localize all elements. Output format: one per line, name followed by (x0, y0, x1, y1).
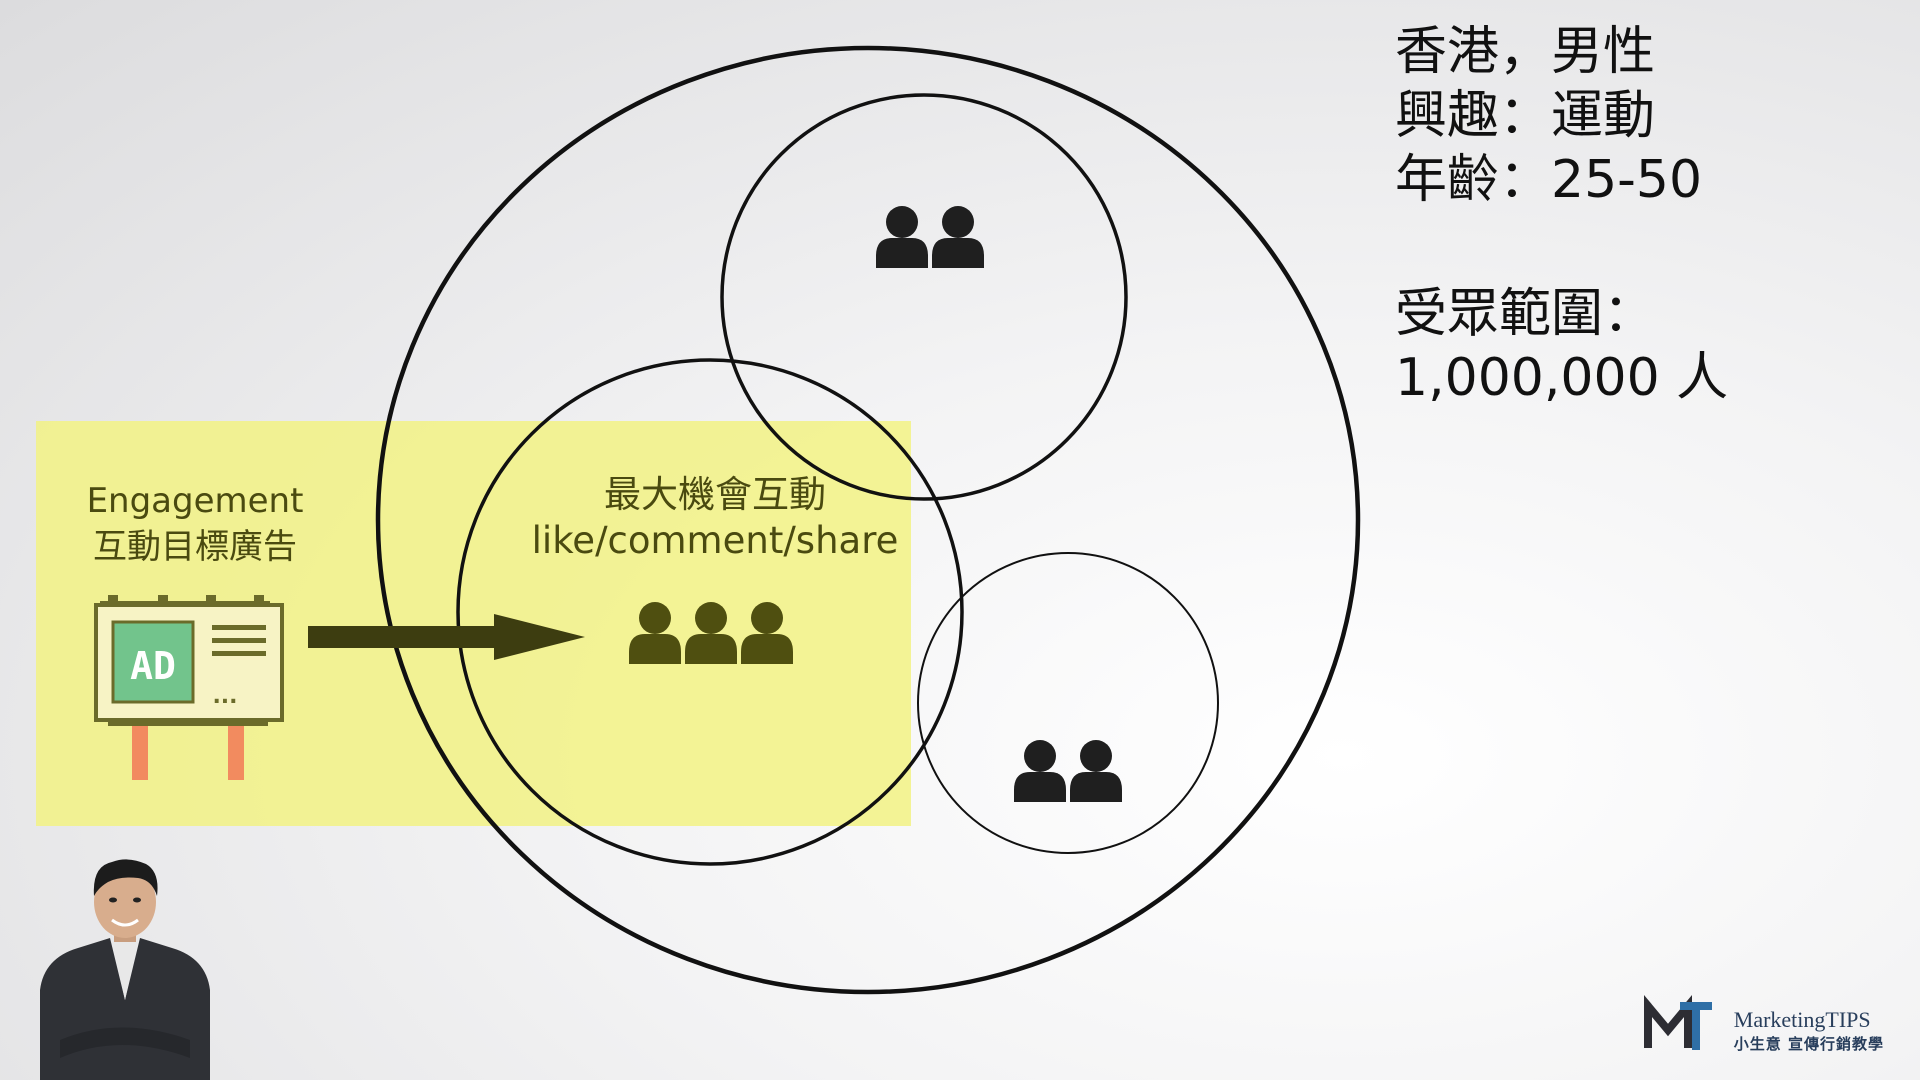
engaged-people-group-icon (629, 602, 793, 664)
ad-type-zh: 互動目標廣告 (93, 527, 297, 567)
audience-reach-value: 1,000,000 人 (1395, 348, 1729, 408)
audience-age: 年齡：25-50 (1395, 150, 1703, 210)
arrow-icon (308, 614, 585, 660)
bottom-subgroup-circle (917, 552, 1219, 854)
billboard-dots: ... (212, 684, 237, 709)
audience-interest: 興趣：運動 (1395, 86, 1656, 146)
marketingtips-logo-mark (1644, 994, 1712, 1050)
audience-reach-label: 受眾範圍： (1395, 284, 1656, 344)
brand-logo: MarketingTIPS 小生意 宣傳行銷教學 (1650, 1007, 1884, 1054)
ad-type-label: Engagement 互動目標廣告 (60, 478, 330, 570)
outer-audience-circle (375, 45, 1361, 995)
logo-text: MarketingTIPS 小生意 宣傳行銷教學 (1734, 1007, 1884, 1054)
engagement-target-actions: like/comment/share (531, 519, 899, 562)
engagement-target-title: 最大機會互動 (604, 473, 826, 516)
engaged-subgroup-circle (456, 358, 964, 866)
logo-name: MarketingTIPS (1733, 1007, 1871, 1032)
top-subgroup-circle (720, 93, 1128, 501)
people-group-icon (1014, 740, 1122, 802)
billboard-ad-label: AD (130, 644, 176, 688)
logo-subtitle: 小生意 宣傳行銷教學 (1733, 1035, 1884, 1053)
audience-location-gender: 香港，男性 (1395, 22, 1656, 82)
people-group-icon (876, 206, 984, 268)
engagement-target-label: 最大機會互動 like/comment/share (505, 472, 925, 564)
billboard-icon (94, 595, 284, 780)
ad-type-en: Engagement (86, 481, 304, 521)
presenter-avatar (40, 859, 210, 1080)
